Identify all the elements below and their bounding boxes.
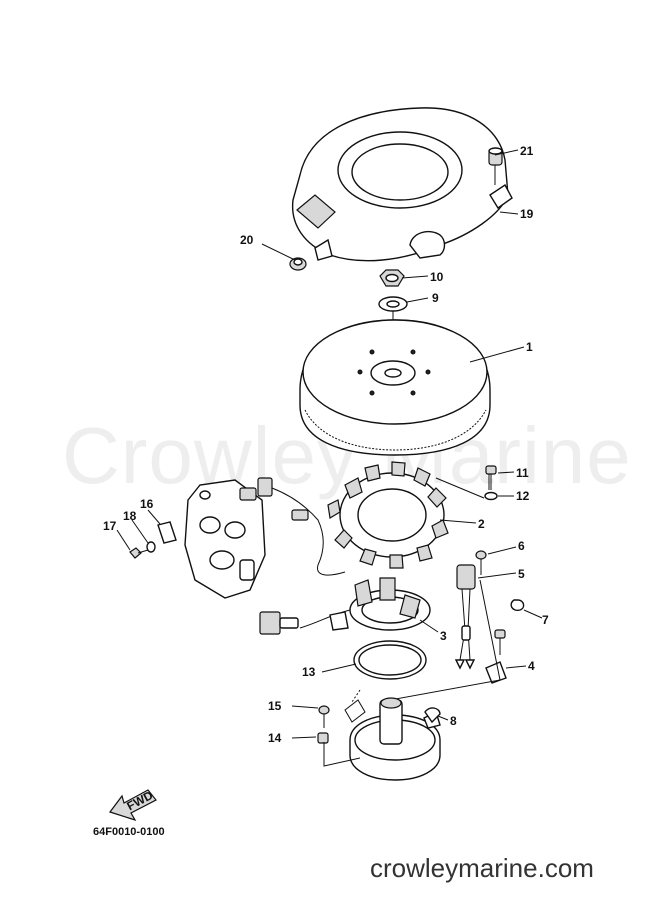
pulser-coil <box>259 577 431 635</box>
callout-2: 2 <box>478 517 485 531</box>
callouts: 21 19 20 10 9 1 11 12 2 6 5 7 3 4 13 8 1 <box>103 144 549 745</box>
wire-harness-upper <box>239 477 346 576</box>
callout-5: 5 <box>518 567 525 581</box>
callout-3: 3 <box>440 629 447 643</box>
callout-4: 4 <box>528 659 535 673</box>
callout-17: 17 <box>103 519 117 533</box>
fwd-arrow: FWD <box>109 788 157 822</box>
flywheel-nut <box>379 269 405 287</box>
clip-14 <box>317 732 329 744</box>
o-ring <box>353 640 427 680</box>
key-8 <box>424 707 441 724</box>
callout-16: 16 <box>140 497 154 511</box>
callout-13: 13 <box>302 665 316 679</box>
crankcase-block <box>184 479 266 599</box>
callout-10: 10 <box>430 270 444 284</box>
fwd-label: FWD <box>124 788 155 813</box>
screw-15 <box>318 705 330 728</box>
callout-19: 19 <box>520 207 534 221</box>
washer-18 <box>146 541 156 553</box>
callout-11: 11 <box>516 466 529 480</box>
callout-18: 18 <box>123 509 137 523</box>
bracket-4 <box>485 629 507 684</box>
site-url: crowleymarine.com <box>370 853 594 883</box>
stator <box>327 461 449 569</box>
nut-20 <box>289 257 307 271</box>
callout-1: 1 <box>526 340 533 354</box>
callout-12: 12 <box>516 489 530 503</box>
callout-14: 14 <box>268 731 282 745</box>
callout-15: 15 <box>268 699 282 713</box>
bolt-17 <box>129 547 149 559</box>
callout-7: 7 <box>542 613 549 627</box>
bolt-11 <box>485 465 497 490</box>
screw-6 <box>475 550 487 575</box>
ignition-coil-lead <box>454 564 476 670</box>
flywheel <box>299 319 491 456</box>
drawing-code: 64F0010-0100 <box>93 826 165 838</box>
clip-16 <box>157 521 177 544</box>
callout-6: 6 <box>518 539 525 553</box>
washer-12 <box>484 491 498 501</box>
callout-20: 20 <box>240 233 254 247</box>
clip-7 <box>510 599 525 612</box>
callout-8: 8 <box>450 714 457 728</box>
callout-21: 21 <box>520 144 534 158</box>
callout-9: 9 <box>432 291 439 305</box>
flywheel-washer <box>378 296 408 312</box>
flywheel-cover <box>291 107 513 262</box>
